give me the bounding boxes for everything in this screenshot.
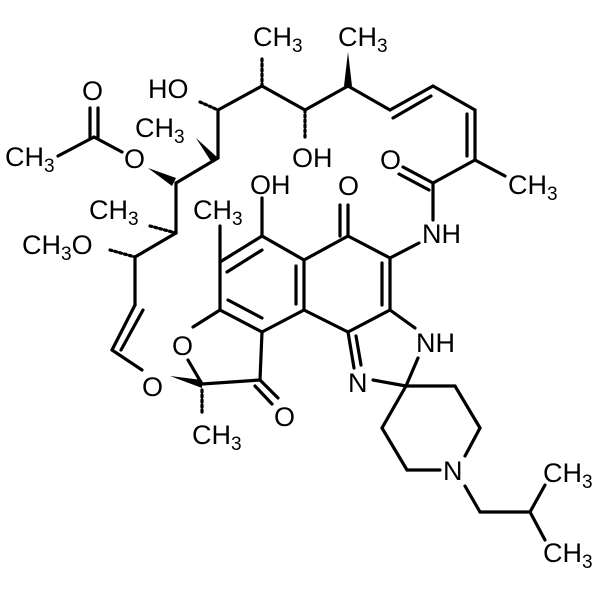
furan-oxygen: O [172, 331, 193, 361]
ester-oxygen: O [124, 144, 145, 174]
hydroxyl-ring: OH [250, 170, 291, 200]
methyl-bottom: CH3 [192, 420, 242, 455]
piperidine-n: N [443, 456, 463, 486]
isobutyl-methyl-1: CH3 [543, 458, 593, 493]
hydroxyl-top: HO [148, 74, 189, 104]
methyl-left: CH3 [89, 195, 139, 230]
ether-oxygen: O [142, 372, 163, 402]
ketone-oxygen: O [274, 402, 295, 432]
methyl-mid: CH3 [135, 113, 185, 148]
isobutyl-methyl-2: CH3 [543, 538, 593, 573]
amide-oxygen: O [380, 145, 401, 175]
acetyl-oxygen: O [82, 76, 103, 106]
methyl-top: CH3 [253, 22, 303, 57]
amide-nh: NH [422, 219, 461, 249]
hydroxyl-mid: OH [292, 143, 333, 173]
imidazole-nh: NH [416, 328, 455, 358]
methoxy-group: CH3O [22, 230, 93, 265]
quinone-oxygen: O [338, 171, 359, 201]
methyl-right: CH3 [508, 170, 558, 205]
atom-labels: O CH3 O HO CH3 CH3 CH3 OH O CH3 NH CH3 C… [5, 22, 593, 573]
methyl-ring: CH3 [193, 195, 243, 230]
acetyl-methyl: CH3 [5, 142, 55, 177]
methyl-top-2: CH3 [338, 22, 388, 57]
imidazole-n: N [348, 368, 368, 398]
bonds [56, 52, 547, 542]
